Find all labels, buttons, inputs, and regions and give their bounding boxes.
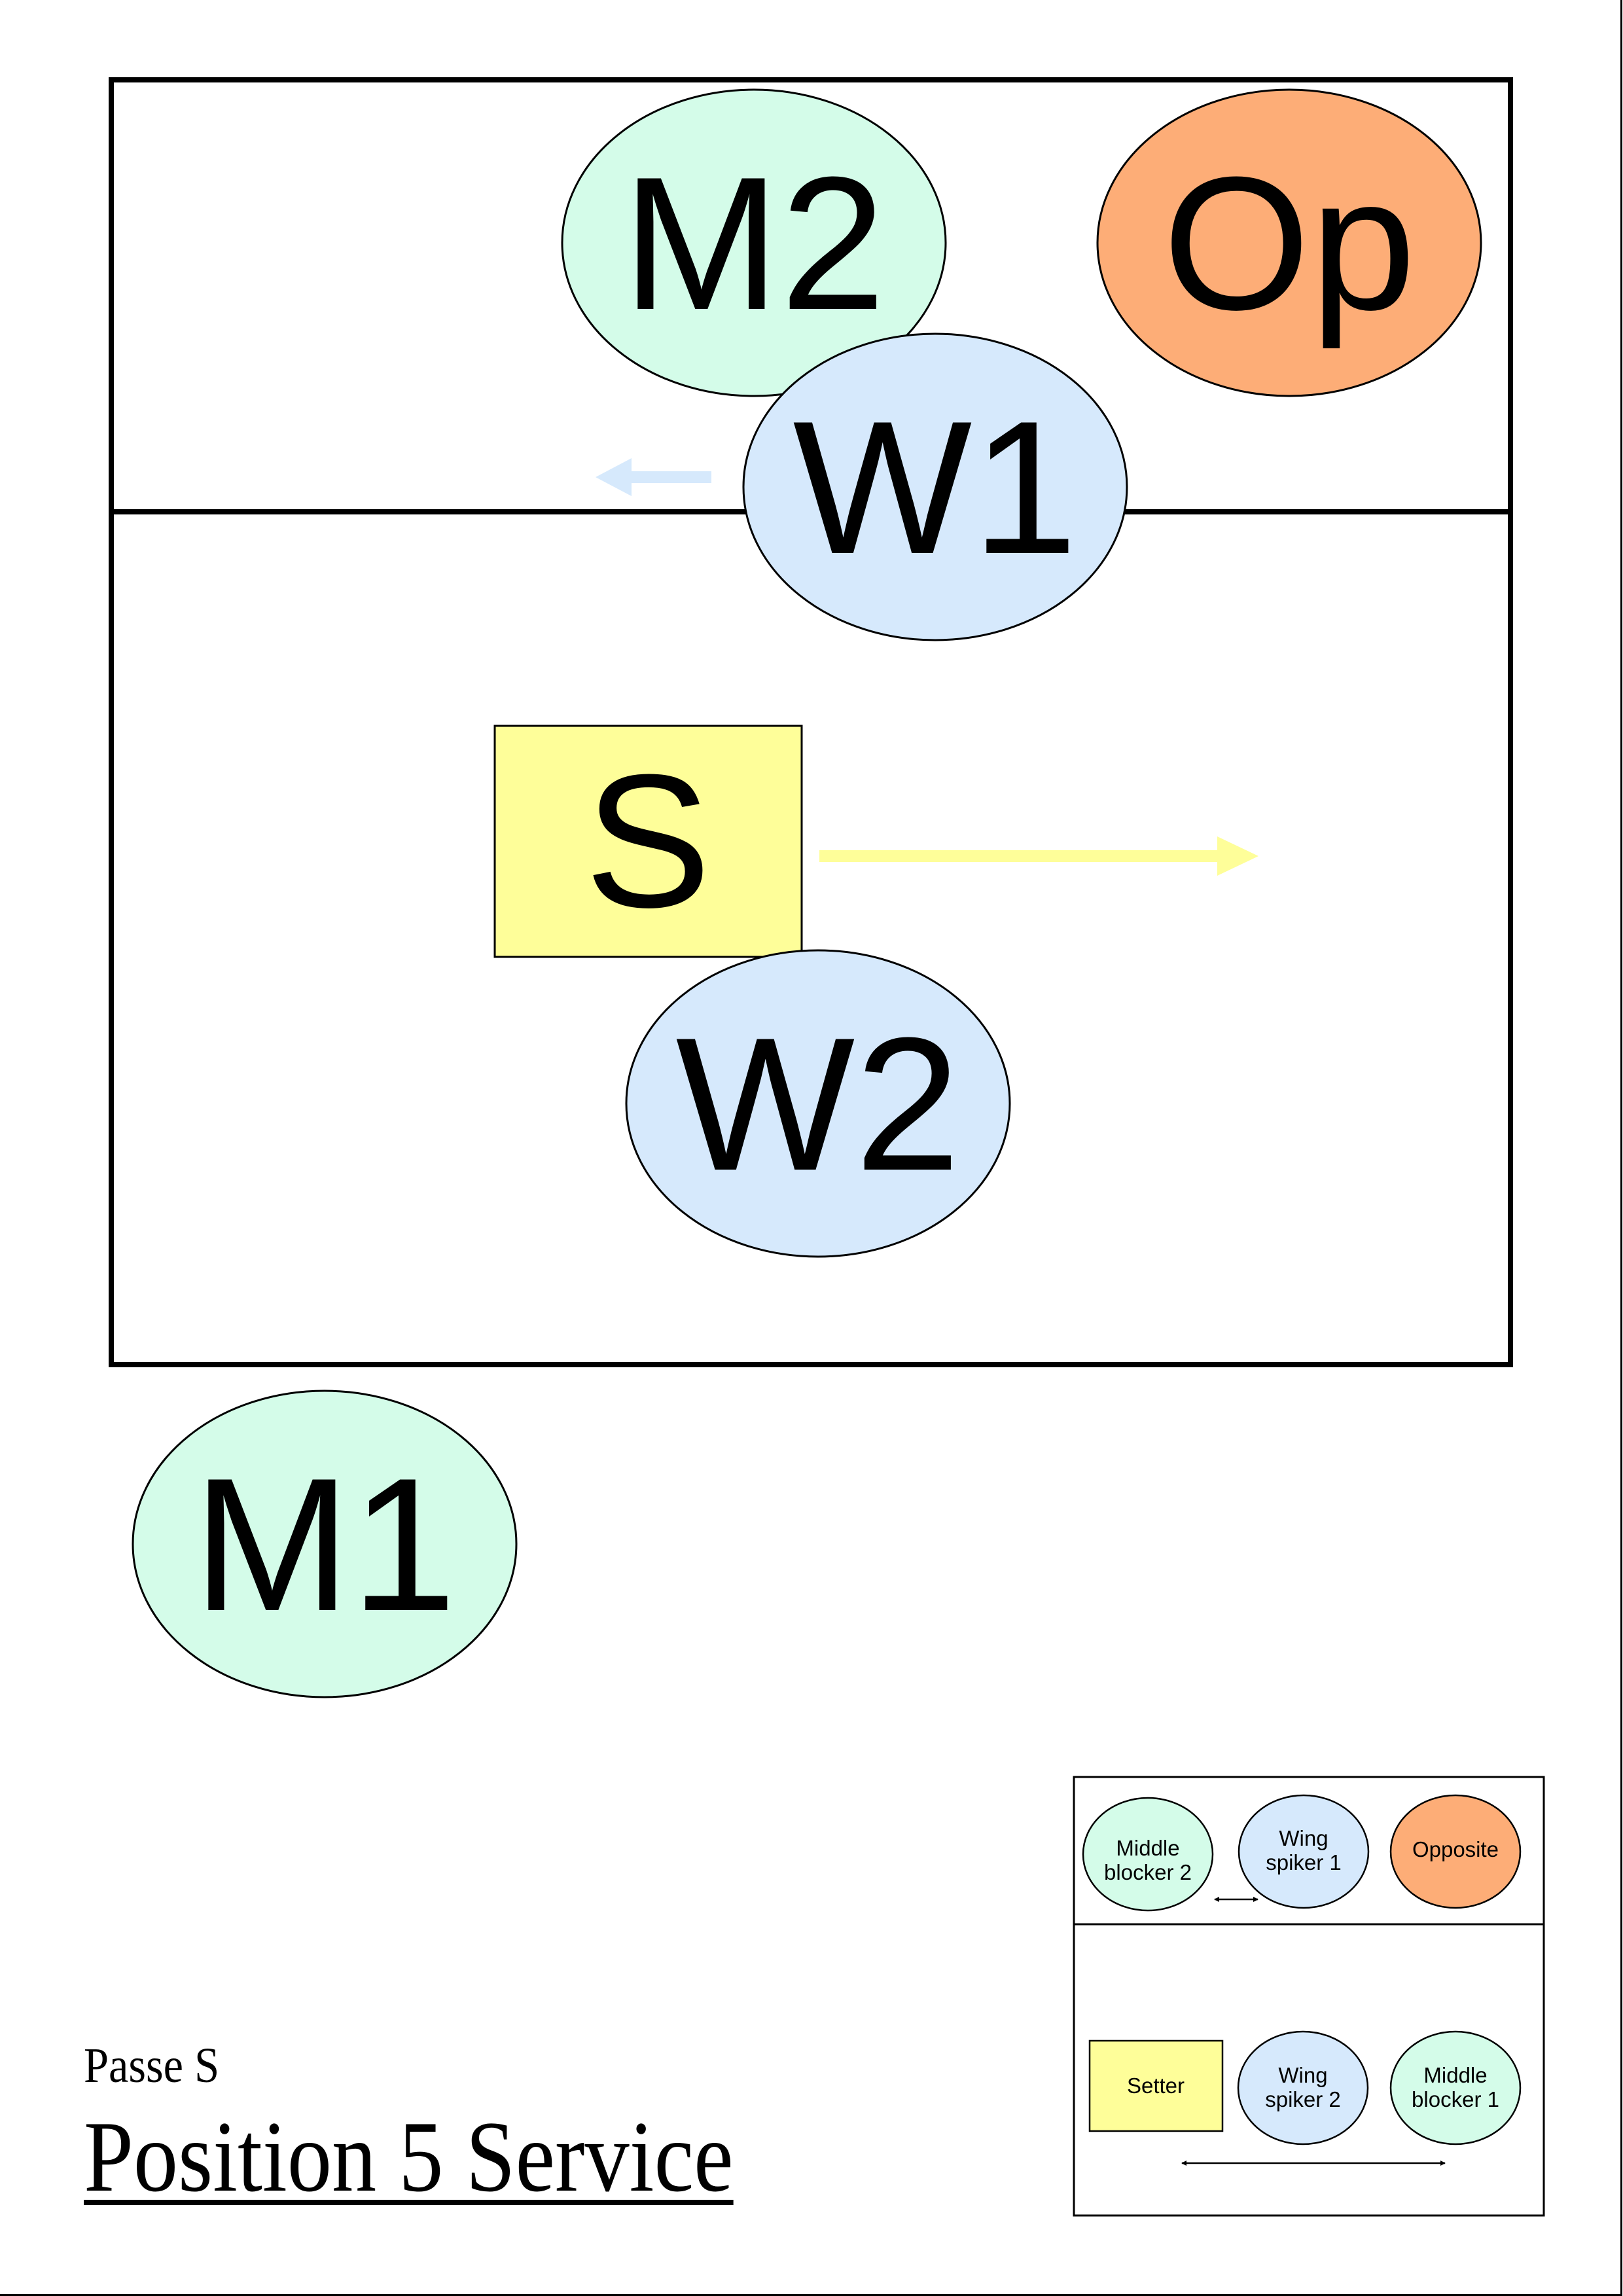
legend: Middle blocker 2 Wing spiker 1 Opposite … <box>1073 1776 1545 2217</box>
player-op[interactable]: Op <box>1096 88 1482 397</box>
svg-text:blocker 2: blocker 2 <box>1104 1860 1192 1884</box>
player-s-label: S <box>584 735 711 947</box>
player-w1[interactable]: W1 <box>742 332 1128 641</box>
setter-movement-arrow <box>819 836 1258 876</box>
player-w2-label: W2 <box>676 998 961 1210</box>
legend-item-middle-blocker-2: Middle blocker 2 <box>1082 1797 1214 1912</box>
player-s[interactable]: S <box>493 725 803 958</box>
svg-text:Middle: Middle <box>1423 2063 1487 2087</box>
diagram-subtitle: Passe S <box>84 2038 220 2093</box>
w1-movement-arrow <box>596 458 711 496</box>
legend-item-opposite: Opposite <box>1389 1794 1522 1909</box>
player-m1[interactable]: M1 <box>132 1390 518 1698</box>
legend-item-wing-spiker-1: Wing spiker 1 <box>1238 1794 1370 1909</box>
svg-text:Middle: Middle <box>1116 1836 1179 1860</box>
diagram-title: Position 5 Service <box>84 2100 734 2213</box>
legend-item-wing-spiker-2: Wing spiker 2 <box>1237 2030 1369 2145</box>
legend-item-middle-blocker-1: Middle blocker 1 <box>1389 2030 1522 2145</box>
player-w2[interactable]: W2 <box>625 949 1011 1258</box>
svg-text:Opposite: Opposite <box>1412 1837 1499 1861</box>
svg-text:blocker 1: blocker 1 <box>1412 2087 1499 2111</box>
player-m1-label: M1 <box>193 1439 457 1651</box>
legend-item-setter: Setter <box>1088 2039 1224 2132</box>
svg-text:spiker 2: spiker 2 <box>1265 2087 1341 2111</box>
player-w1-label: W1 <box>793 382 1078 594</box>
svg-text:Wing: Wing <box>1278 2063 1327 2087</box>
svg-text:Setter: Setter <box>1127 2073 1185 2098</box>
player-m2[interactable]: M2 <box>561 88 947 397</box>
svg-text:Wing: Wing <box>1279 1826 1328 1850</box>
svg-text:spiker 1: spiker 1 <box>1266 1850 1342 1874</box>
player-m2-label: M2 <box>622 137 886 350</box>
player-op-label: Op <box>1163 137 1416 350</box>
court-outline <box>109 77 1513 1367</box>
